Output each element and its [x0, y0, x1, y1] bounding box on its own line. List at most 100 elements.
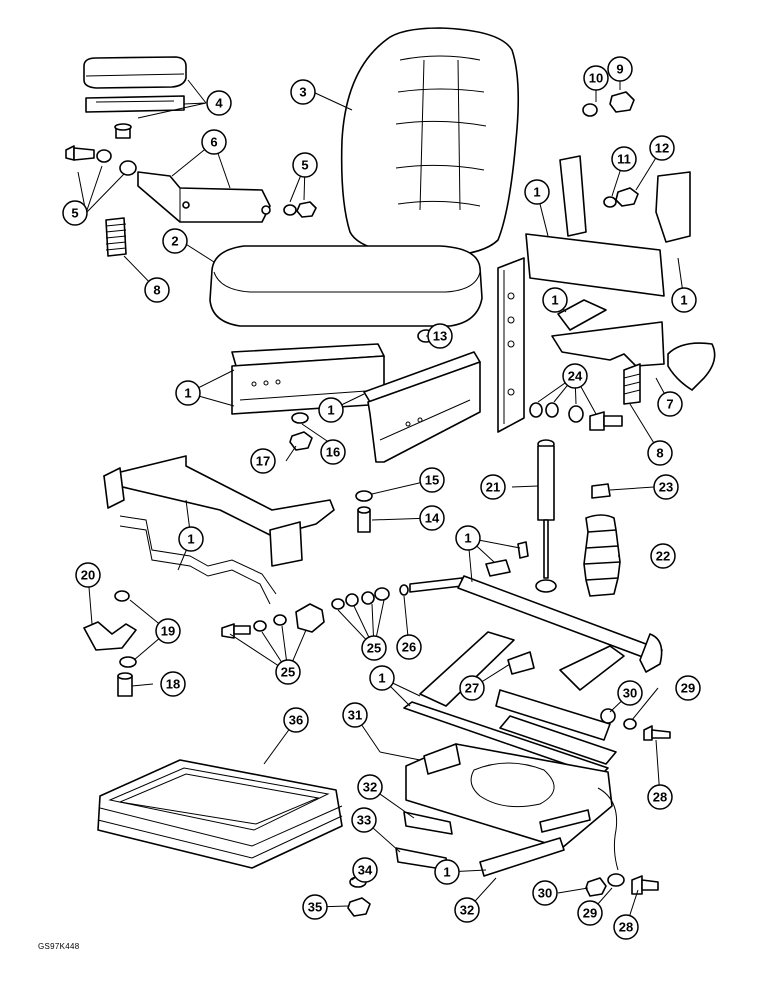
callout-10: 10	[583, 65, 609, 91]
callout-number: 30	[623, 686, 637, 701]
callout-number: 11	[617, 152, 631, 167]
callout-circle	[532, 880, 558, 906]
callout-circle	[577, 900, 603, 926]
callout-circle	[342, 702, 368, 728]
callout-circle	[206, 90, 232, 116]
callout-5: 5	[292, 152, 318, 178]
callout-number: 1	[533, 185, 540, 200]
callout-circle	[647, 440, 673, 466]
callout-35: 35	[302, 894, 328, 920]
callout-7: 7	[657, 391, 683, 417]
callout-circle	[144, 277, 170, 303]
screw-5-left	[65, 145, 137, 176]
callout-31: 31	[342, 702, 368, 728]
callout-23: 23	[653, 474, 679, 500]
callout-circle	[459, 675, 485, 701]
callout-number: 29	[583, 906, 597, 921]
drawing-reference-code: GS97K448	[38, 942, 80, 951]
callout-4: 4	[206, 90, 232, 116]
callout-25: 25	[361, 635, 387, 661]
callout-number: 12	[655, 141, 669, 156]
callout-circle	[178, 526, 204, 552]
callout-number: 1	[443, 865, 450, 880]
back-bracket	[525, 91, 691, 297]
callout-1: 1	[318, 397, 344, 423]
callout-circle	[361, 635, 387, 661]
callout-circle	[454, 897, 480, 923]
callout-1: 1	[671, 287, 697, 313]
callout-circle	[649, 135, 675, 161]
callout-circle	[434, 859, 460, 885]
callout-circle	[160, 671, 186, 697]
callout-circle	[650, 543, 676, 569]
callout-circle	[562, 363, 588, 389]
callout-circle	[250, 448, 276, 474]
callout-32: 32	[454, 897, 480, 923]
callout-number: 5	[301, 158, 308, 173]
callout-32: 32	[357, 774, 383, 800]
callout-29: 29	[675, 675, 701, 701]
callout-number: 36	[289, 713, 303, 728]
armrest-pad	[83, 56, 187, 139]
callout-3: 3	[290, 79, 316, 105]
callout-number: 23	[659, 480, 673, 495]
callout-6: 6	[201, 129, 227, 155]
callout-circle	[455, 525, 481, 551]
callout-circle	[352, 857, 378, 883]
callout-circle	[155, 618, 181, 644]
callout-number: 10	[589, 71, 603, 86]
callout-circle	[671, 287, 697, 313]
callout-number: 34	[358, 863, 373, 878]
callout-number: 35	[308, 900, 322, 915]
callout-circle	[357, 774, 383, 800]
slide-rail-left	[231, 343, 385, 415]
callout-circle	[611, 146, 637, 172]
nuts-5-right	[283, 201, 317, 218]
callout-number: 3	[299, 85, 306, 100]
callout-circle	[369, 665, 395, 691]
callout-circle	[653, 474, 679, 500]
callout-1: 1	[524, 179, 550, 205]
callout-13: 13	[427, 323, 453, 349]
callout-number: 21	[486, 480, 500, 495]
callout-1: 1	[178, 526, 204, 552]
callout-number: 6	[210, 135, 217, 150]
callout-number: 5	[71, 206, 78, 221]
callout-number: 28	[619, 920, 633, 935]
callout-1: 1	[175, 380, 201, 406]
callout-number: 32	[460, 903, 474, 918]
callout-circle	[419, 467, 445, 493]
callout-number: 8	[153, 283, 160, 298]
callout-number: 29	[681, 681, 695, 696]
callout-number: 1	[680, 293, 687, 308]
callout-circle	[320, 439, 346, 465]
callout-circle	[290, 79, 316, 105]
seat-cushion	[209, 245, 483, 327]
callout-number: 31	[348, 708, 362, 723]
callout-number: 17	[256, 454, 270, 469]
callout-11: 11	[611, 146, 637, 172]
callout-circle	[283, 707, 309, 733]
scissor-mechanism	[403, 575, 671, 777]
callout-circle	[542, 287, 568, 313]
callout-number: 13	[433, 329, 447, 344]
callout-number: 22	[656, 549, 670, 564]
callout-1: 1	[434, 859, 460, 885]
callout-circle	[75, 562, 101, 588]
dust-bellow	[583, 483, 621, 597]
spring-8-left	[105, 217, 127, 257]
callout-5: 5	[62, 200, 88, 226]
callout-number: 27	[465, 681, 479, 696]
callout-circle	[275, 659, 301, 685]
callout-number: 26	[402, 640, 416, 655]
callout-27: 27	[459, 675, 485, 701]
callout-circle	[292, 152, 318, 178]
callout-17: 17	[250, 448, 276, 474]
callout-24: 24	[562, 363, 588, 389]
callout-number: 30	[538, 886, 552, 901]
callout-number: 8	[656, 446, 663, 461]
callout-30: 30	[617, 680, 643, 706]
callout-circle	[201, 129, 227, 155]
callout-number: 1	[378, 671, 385, 686]
